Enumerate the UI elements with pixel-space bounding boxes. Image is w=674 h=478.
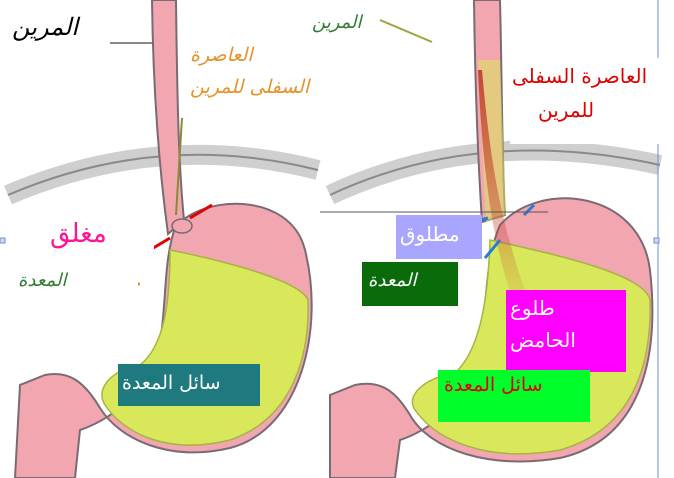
right-sphincter-label-1: العاصرة السفلى [512, 64, 648, 88]
left-esophagus-box [10, 8, 110, 64]
frame-handle-right [653, 237, 660, 244]
right-acid-stream [478, 70, 525, 292]
right-open-arrow-2 [522, 203, 536, 217]
left-closed-box [40, 214, 154, 260]
right-reflux-label-2: الحامض [510, 328, 576, 352]
right-open-box [396, 215, 482, 259]
left-closed-label: مغلق [50, 219, 107, 249]
right-fluid-box [438, 370, 590, 422]
right-stomach-box [362, 262, 458, 306]
left-stomach-label: المعدة [18, 270, 67, 291]
right-esophagus-label: المرين [312, 12, 362, 33]
right-open-arrow-3 [483, 239, 502, 259]
left-sphincter-label-1: العاصرة [190, 44, 253, 66]
left-sphincter-leader [175, 117, 183, 216]
left-fluid-label: سائل المعدة [122, 372, 221, 394]
right-fluid-label: سائل المعدة [444, 374, 543, 396]
right-stomach-label: المعدة [368, 270, 417, 291]
left-esophagus-label: المرين [12, 13, 79, 41]
right-open-label: مطلوق [400, 222, 460, 246]
right-sphincter-label-2: للمرين [538, 98, 595, 122]
right-reflux-box [506, 290, 626, 372]
right-reflux-label-1: طلوع [510, 296, 555, 320]
left-fluid-box [118, 364, 260, 406]
right-esophagus-reflux [478, 60, 506, 222]
left-closed-arrow-2 [189, 203, 213, 220]
right-sphincter-box [510, 58, 670, 144]
left-sphincter-label-2: السفلى للمرين [190, 76, 310, 98]
frame-handle-left [0, 237, 6, 244]
right-esophagus-leader [379, 19, 433, 43]
left-sphincter-closed [171, 218, 193, 234]
left-stomach-box [14, 262, 138, 300]
